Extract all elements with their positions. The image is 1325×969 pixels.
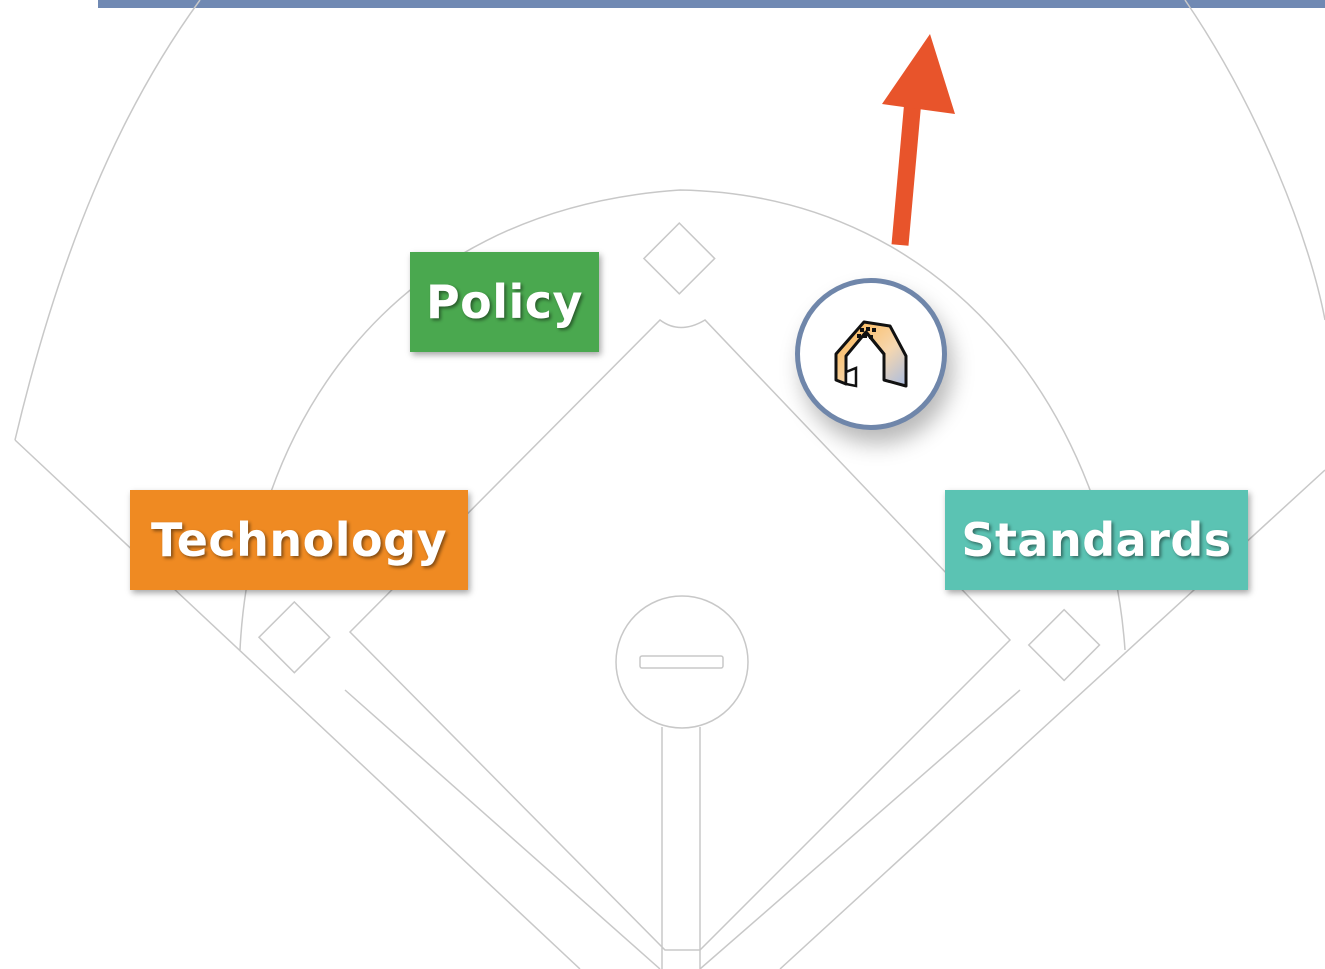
pitchers-mound (615, 595, 749, 729)
outfield-wall-right (1184, 0, 1325, 321)
outfield-wall (14, 0, 201, 441)
technology-label: Technology (130, 490, 468, 590)
inner-diamond (348, 319, 1012, 951)
top-bar (98, 0, 1325, 8)
up-arrow-icon (882, 34, 955, 246)
foul-line-left (14, 439, 581, 969)
policy-label: Policy (410, 252, 599, 352)
third-base (257, 600, 331, 674)
home-badge (795, 278, 947, 430)
pitchers-rubber (639, 655, 724, 669)
first-base (1027, 608, 1101, 682)
standards-label: Standards (945, 490, 1248, 590)
second-base (642, 222, 716, 295)
house-icon (834, 320, 908, 388)
infield-arc (239, 189, 1126, 651)
